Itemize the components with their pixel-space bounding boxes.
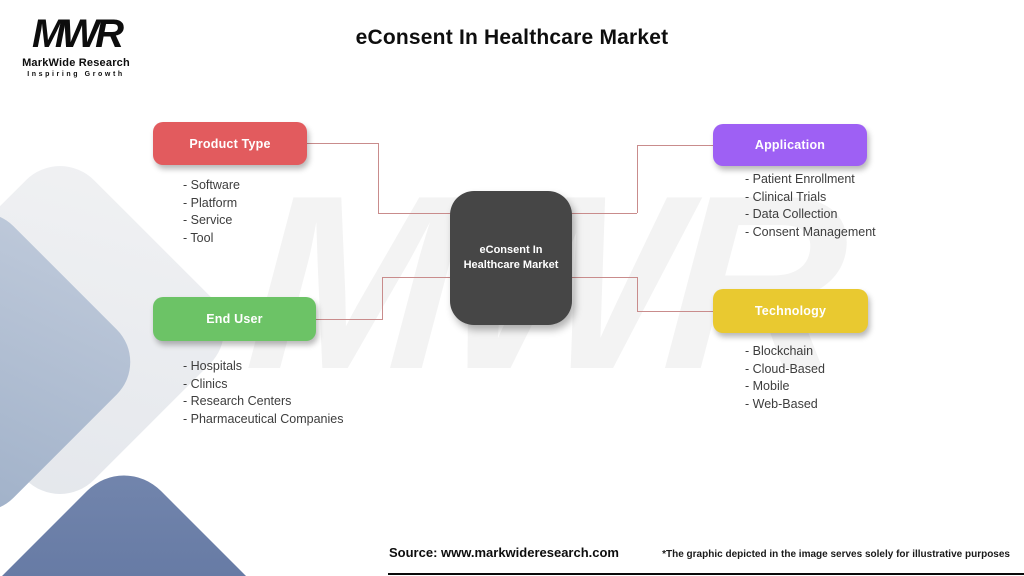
list-item: Hospitals bbox=[183, 358, 344, 376]
category-box-product-type: Product Type bbox=[153, 122, 307, 165]
bottom-border-line bbox=[388, 573, 1024, 575]
category-label-end-user: End User bbox=[206, 312, 263, 326]
connector-product-type-h1 bbox=[307, 143, 379, 144]
list-item: Clinical Trials bbox=[745, 189, 876, 207]
category-box-end-user: End User bbox=[153, 297, 316, 341]
connector-product-type-h2 bbox=[378, 213, 452, 214]
category-box-application: Application bbox=[713, 124, 867, 166]
list-item: Clinics bbox=[183, 376, 344, 394]
category-label-application: Application bbox=[754, 138, 826, 152]
disclaimer-text: *The graphic depicted in the image serve… bbox=[662, 549, 1010, 560]
category-list-product-type: Software Platform Service Tool bbox=[183, 177, 240, 247]
center-node: eConsent In Healthcare Market bbox=[450, 191, 572, 325]
connector-technology-v bbox=[637, 277, 638, 311]
connector-product-type-v bbox=[378, 143, 379, 213]
list-item: Service bbox=[183, 212, 240, 230]
connector-end-user-v bbox=[382, 277, 383, 320]
category-list-technology: Blockchain Cloud-Based Mobile Web-Based bbox=[745, 343, 825, 413]
list-item: Web-Based bbox=[745, 396, 825, 414]
list-item: Pharmaceutical Companies bbox=[183, 411, 344, 429]
connector-technology-h1 bbox=[570, 277, 637, 278]
list-item: Research Centers bbox=[183, 393, 344, 411]
category-box-technology: Technology bbox=[713, 289, 868, 333]
source-text: Source: www.markwideresearch.com bbox=[388, 545, 620, 560]
list-item: Patient Enrollment bbox=[745, 171, 876, 189]
category-list-application: Patient Enrollment Clinical Trials Data … bbox=[745, 171, 876, 241]
list-item: Blockchain bbox=[745, 343, 825, 361]
list-item: Software bbox=[183, 177, 240, 195]
logo-mark: MWR bbox=[32, 12, 124, 56]
center-node-label-line2: Healthcare Market bbox=[463, 259, 559, 271]
list-item: Tool bbox=[183, 230, 240, 248]
connector-technology-h2 bbox=[637, 311, 713, 312]
connector-end-user-h2 bbox=[382, 277, 452, 278]
connector-application-v bbox=[637, 145, 638, 213]
category-list-end-user: Hospitals Clinics Research Centers Pharm… bbox=[183, 358, 344, 428]
list-item: Mobile bbox=[745, 378, 825, 396]
logo: MWR MarkWide Research Inspiring Growth bbox=[18, 12, 134, 78]
center-node-label-line1: eConsent In bbox=[479, 244, 543, 256]
page-title: eConsent In Healthcare Market bbox=[355, 26, 669, 49]
logo-name: MarkWide Research bbox=[22, 57, 130, 69]
list-item: Cloud-Based bbox=[745, 361, 825, 379]
connector-application-h2 bbox=[570, 213, 637, 214]
connector-application-h1 bbox=[637, 145, 713, 146]
list-item: Platform bbox=[183, 195, 240, 213]
category-label-product-type: Product Type bbox=[189, 136, 271, 151]
list-item: Consent Management bbox=[745, 224, 876, 242]
list-item: Data Collection bbox=[745, 206, 876, 224]
logo-tagline: Inspiring Growth bbox=[27, 71, 125, 78]
category-label-technology: Technology bbox=[754, 304, 827, 318]
connector-end-user-h1 bbox=[316, 319, 383, 320]
